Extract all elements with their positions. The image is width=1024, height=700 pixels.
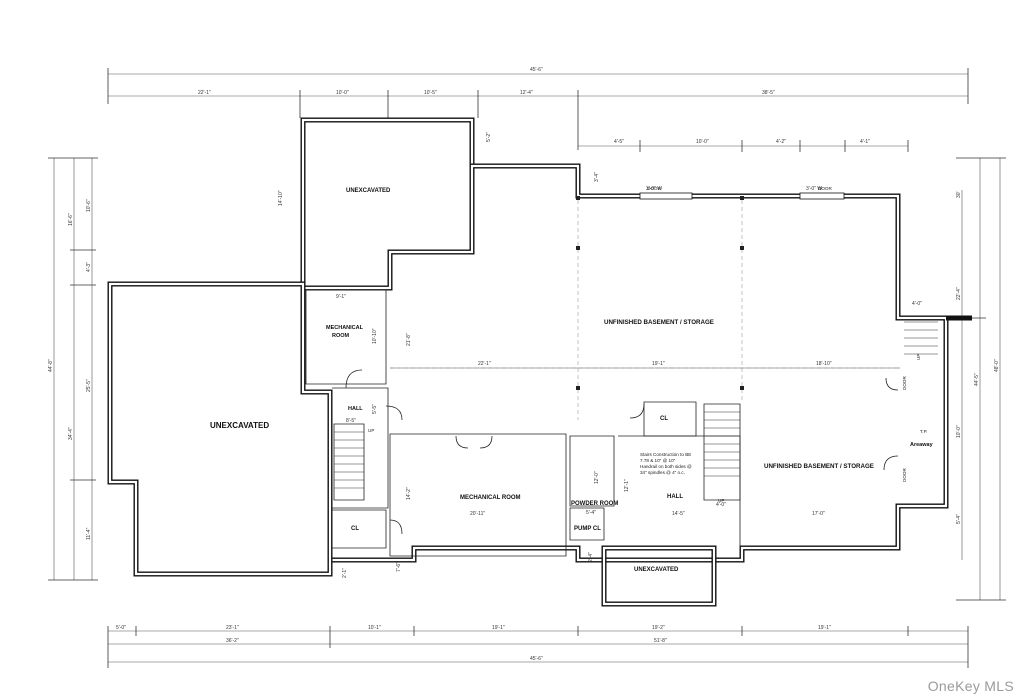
dim-left-6: 11'-4" — [86, 527, 92, 540]
label-up-right: UP — [916, 354, 921, 360]
dim-hall-width: 14'-5" — [672, 511, 685, 517]
stair-construction-note: Stairs Construction to BE 7.78 & 10" @ 1… — [640, 452, 692, 475]
stair-note-line-2: 7.78 & 10" @ 10" — [640, 458, 676, 463]
dim-ur-3: 4'-2" — [776, 139, 786, 145]
walls — [107, 117, 972, 607]
label-mechanical-small-1: MECHANICAL — [326, 325, 364, 331]
dim-left-2: 10'-6" — [86, 199, 92, 212]
label-cl-center: CL — [660, 416, 668, 422]
windows — [639, 192, 845, 200]
dim-basement-right-width: 17'-0" — [812, 511, 825, 517]
dim-right-2: 44'-5" — [974, 373, 980, 386]
label-areaway: Areaway — [910, 442, 934, 448]
dim-top-offset: 5'-2" — [486, 132, 492, 142]
label-hall-center: HALL — [667, 494, 683, 500]
dim-mech-depth: 10'-10" — [372, 328, 378, 344]
dim-top-1: 22'-1" — [198, 90, 211, 96]
label-up-left: UP — [368, 428, 374, 433]
stair-treads — [334, 321, 938, 489]
dim-top-2: 10'-0" — [336, 90, 349, 96]
dim-right-5: 30' — [956, 191, 962, 198]
dim-left-1: 16'-6" — [68, 213, 74, 226]
dim-bottom-1: 5'-0" — [116, 625, 126, 631]
dim-small-a: 2'-1" — [342, 568, 348, 578]
dim-span-2: 19'-1" — [652, 361, 665, 367]
dim-bottom-total: 51'-8" — [654, 638, 667, 644]
dim-left-total: 44'-8" — [48, 359, 54, 372]
dim-ur-1: 4'-5" — [614, 139, 624, 145]
dim-left-5: 34'-4" — [68, 427, 74, 440]
door-swings — [345, 369, 899, 535]
stair-note-line-4: 34" spindles @ 4" o.c. — [640, 470, 685, 475]
label-unexcavated-bottom: UNEXCAVATED — [634, 567, 679, 573]
dimension-lines — [48, 68, 1006, 668]
dim-ur-2: 10'-0" — [696, 139, 709, 145]
label-door-2: DOOR — [902, 468, 907, 482]
label-hall-left: HALL — [348, 406, 363, 412]
label-unexcavated-top: UNEXCAVATED — [346, 188, 391, 194]
dim-hall-left-w: 8'-5" — [346, 418, 356, 424]
label-mechanical-room: MECHANICAL ROOM — [460, 495, 521, 501]
dim-span-1: 22'-1" — [478, 361, 491, 367]
dim-ur-4: 4'-1" — [860, 139, 870, 145]
dim-left-mid: 21'-8" — [406, 333, 412, 346]
dim-left-3: 4'-3" — [86, 262, 92, 272]
dim-top-5: 38'-5" — [762, 90, 775, 96]
window-label-1: 3'-0" W — [646, 186, 662, 192]
dim-small-b: 7'-6" — [396, 562, 402, 572]
label-door-1: DOOR — [902, 376, 907, 390]
dim-small-d: 2'-4" — [588, 552, 594, 562]
label-unfinished-basement-main: UNFINISHED BASEMENT / STORAGE — [604, 319, 714, 326]
dim-overall-bottom: 45'-6" — [530, 656, 543, 662]
dim-top-3: 10'-5" — [424, 90, 437, 96]
label-cl-left: CL — [351, 526, 359, 532]
columns — [576, 196, 744, 390]
dim-span-3: 18'-10" — [816, 361, 832, 367]
dim-top-unexc-depth: 14'-10" — [278, 190, 284, 206]
window-label-2: 3'-0" W — [806, 186, 822, 192]
dim-mech-h: 14'-2" — [406, 487, 412, 500]
stair-note-line-1: Stairs Construction to BE — [640, 452, 691, 457]
structural-grid — [390, 200, 898, 420]
label-pump-cl: PUMP CL — [574, 526, 601, 532]
dim-bottom-4: 19'-1" — [492, 625, 505, 631]
dim-left-4: 25'-5" — [86, 379, 92, 392]
dim-small-c: 4'-0" — [716, 502, 726, 508]
dim-bottom-6: 19'-1" — [818, 625, 831, 631]
dim-small-e: 3'-4" — [594, 172, 600, 182]
dim-bottom-3: 10'-1" — [368, 625, 381, 631]
dimension-labels: 45'-6" 22'-1" 10'-0" 10'-5" 12'-4" 38'-5… — [48, 67, 1000, 662]
dim-right-4: 5'-4" — [956, 514, 962, 524]
label-door-4: DOOR — [818, 186, 832, 191]
label-areaway-tp: T.P. — [920, 429, 927, 434]
label-mechanical-small-2: ROOM — [332, 333, 350, 339]
label-powder-room: POWDER ROOM — [571, 501, 618, 507]
label-up-center: UP — [718, 498, 724, 503]
dim-pwdr-h: 12'-0" — [594, 471, 600, 484]
dim-bottom-2: 23'-1" — [226, 625, 239, 631]
dim-hall-left-small: 5'-5" — [372, 404, 378, 414]
dim-bottom-row2: 36'-2" — [226, 638, 239, 644]
dim-areaway-width: 4'-0" — [912, 301, 922, 307]
dim-right-1: 22'-4" — [956, 287, 962, 300]
label-unfinished-basement-right: UNFINISHED BASEMENT / STORAGE — [764, 463, 874, 470]
watermark-logo: OneKey MLS — [927, 678, 1014, 694]
label-door-3: DOOR — [647, 186, 661, 191]
dim-mech-width: 9'-1" — [336, 294, 346, 300]
room-labels: UNEXCAVATED UNEXCAVATED UNEXCAVATED MECH… — [210, 186, 934, 573]
dim-overall-top: 45'-6" — [530, 67, 543, 73]
dim-hall-center-h: 12'-1" — [624, 479, 630, 492]
dim-right-3: 10'-0" — [956, 425, 962, 438]
stair-note-line-3: Handrail on both sides @ — [640, 464, 692, 469]
dim-mech-room-width: 20'-11" — [470, 511, 485, 517]
dim-bottom-5: 19'-2" — [652, 625, 665, 631]
dim-top-4: 12'-4" — [520, 90, 533, 96]
dim-pwdr-w: 5'-4" — [586, 510, 596, 516]
dim-right-total: 48'-0" — [994, 359, 1000, 372]
label-unexcavated-left: UNEXCAVATED — [210, 421, 269, 430]
